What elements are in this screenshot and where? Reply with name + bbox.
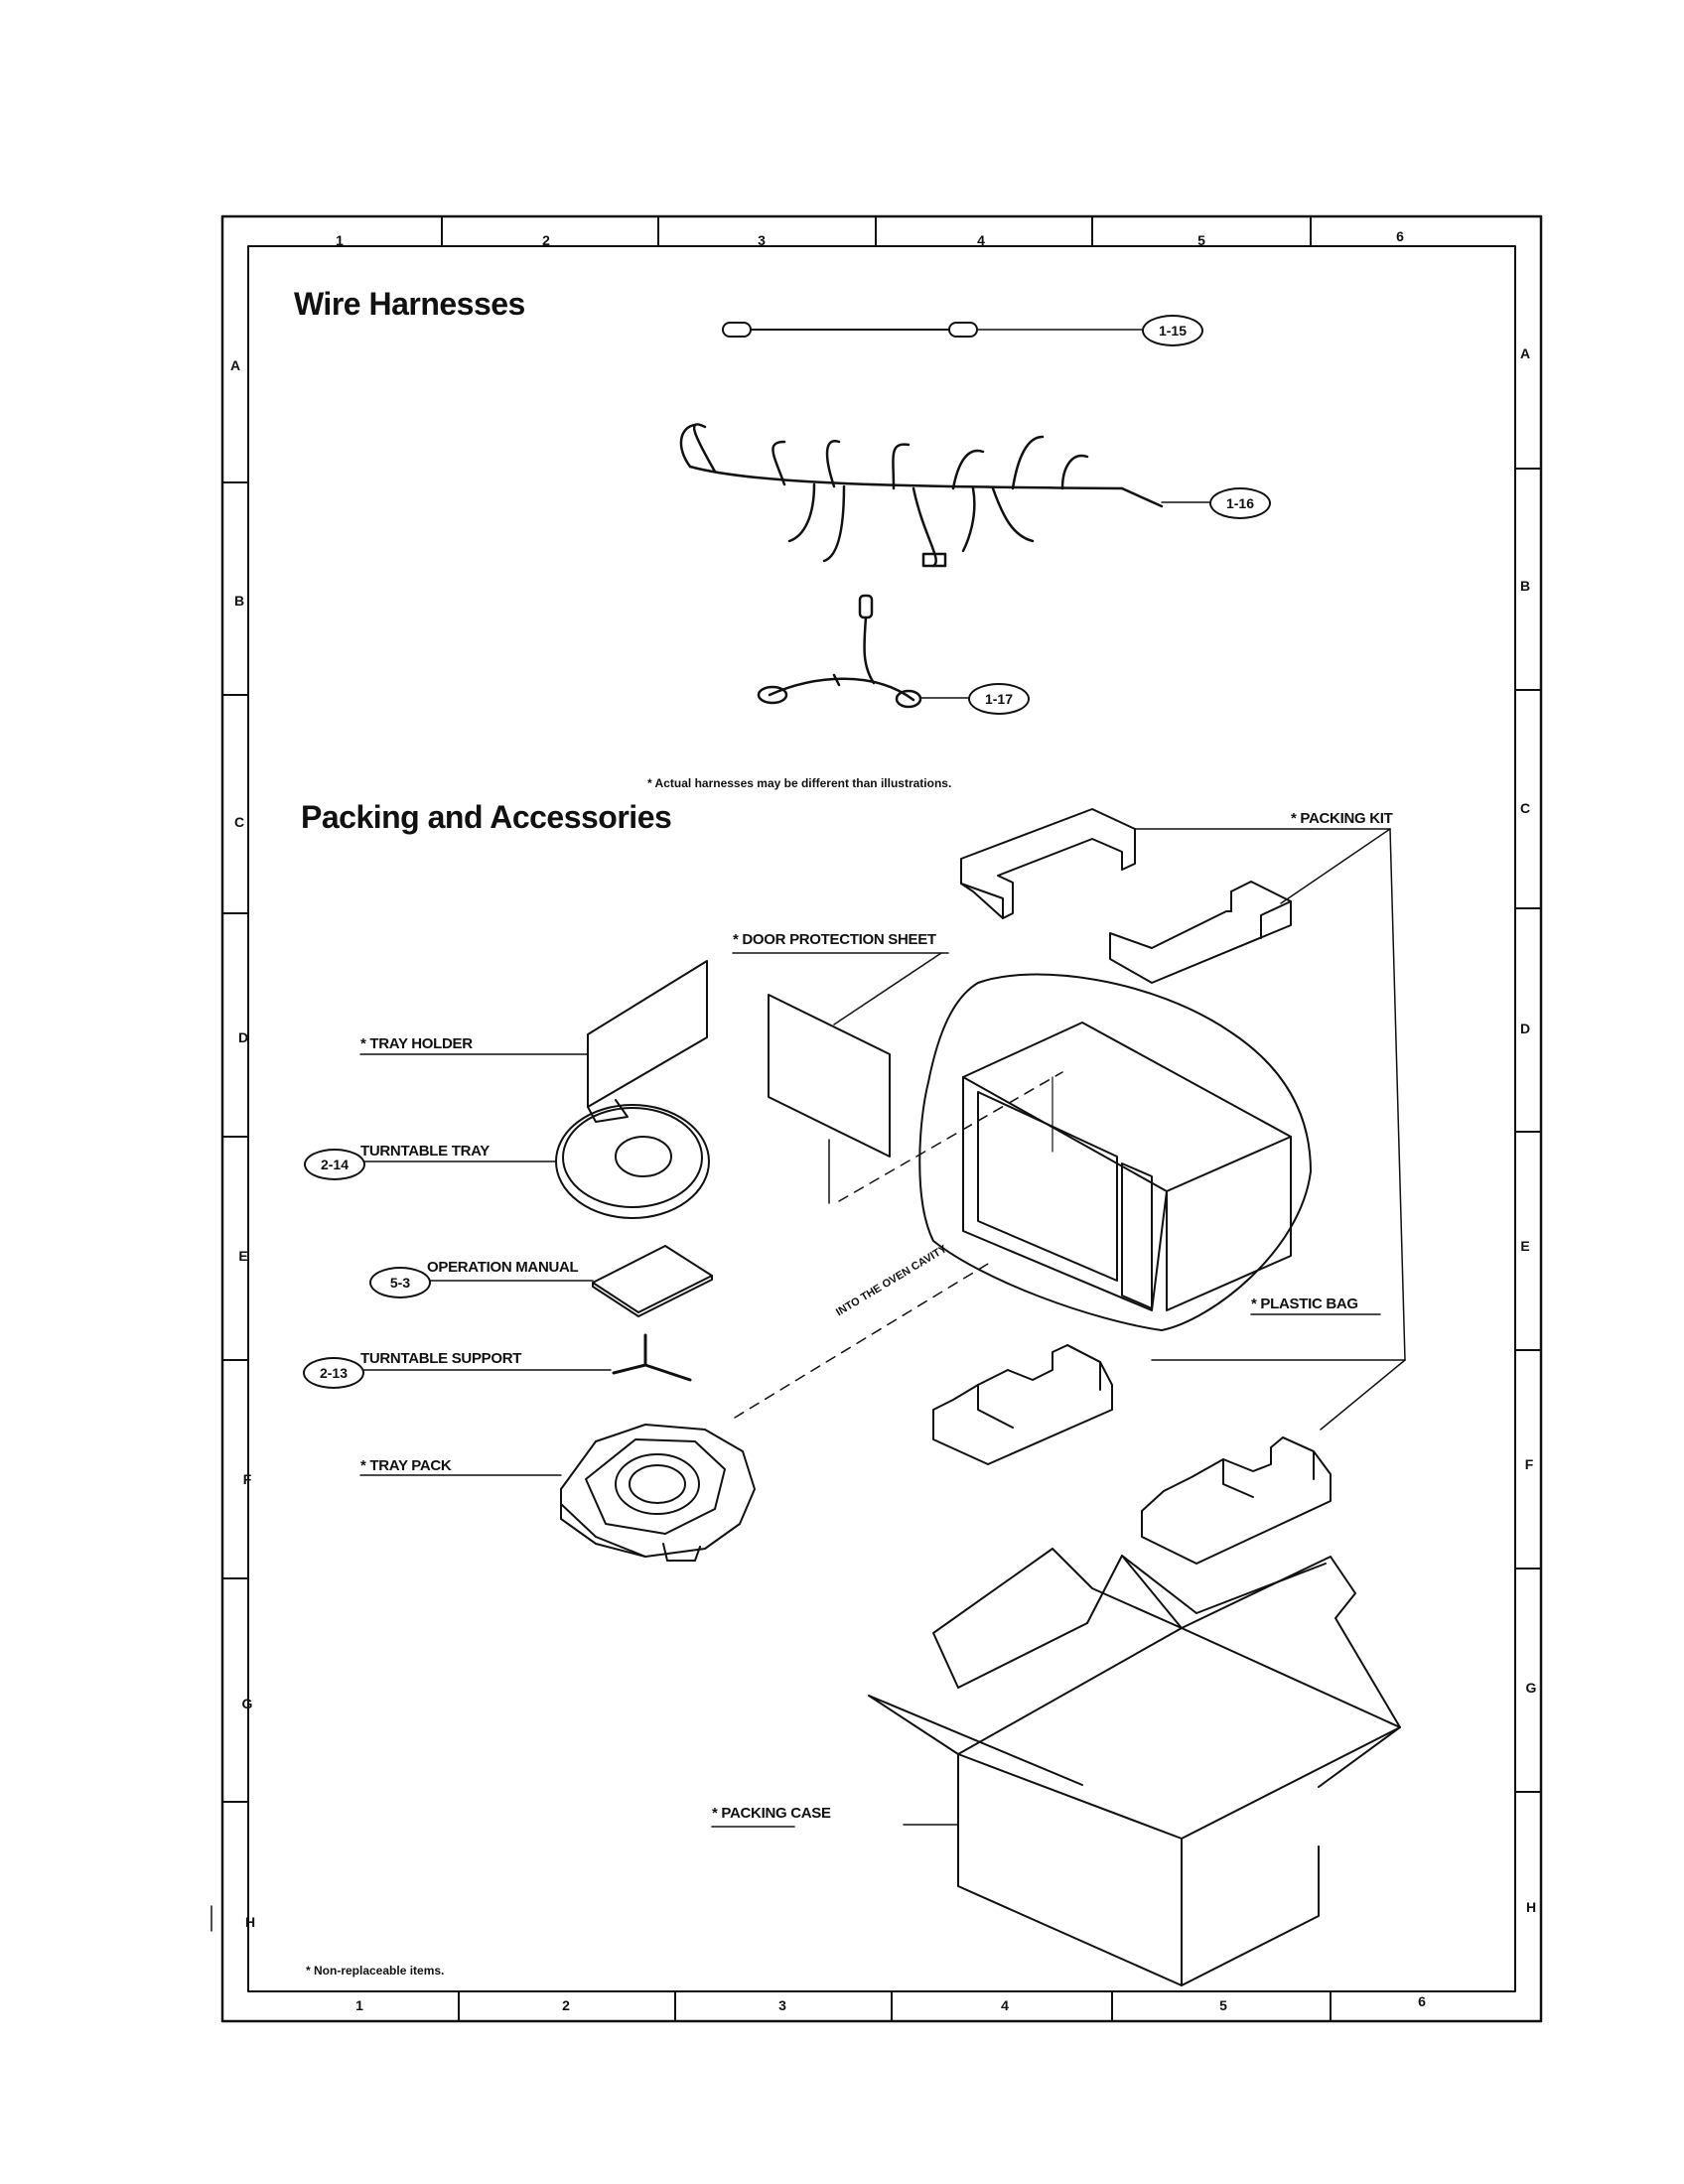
packing-accessories-title: Packing and Accessories — [301, 799, 672, 835]
turntable-tray-drawing — [555, 1104, 710, 1219]
operation-manual-label: OPERATION MANUAL — [427, 1259, 579, 1276]
wire-harness-1-15 — [722, 322, 1143, 338]
grid-col-3-top: 3 — [758, 232, 766, 248]
wire-harness-1-17 — [757, 594, 922, 709]
tray-pack-drawing — [560, 1424, 756, 1562]
grid-row-e-left: E — [238, 1248, 248, 1264]
callout-1-17: 1-17 — [968, 683, 1030, 715]
grid-row-h-left: H — [244, 1914, 256, 1930]
grid-col-5-top: 5 — [1197, 232, 1205, 248]
tray-holder-label: * TRAY HOLDER — [360, 1035, 473, 1052]
packing-case-drawing — [868, 1548, 1401, 1986]
grid-col-1-bottom: 1 — [355, 1997, 363, 2013]
packing-kit-top-foam — [960, 808, 1292, 984]
harness-note: * Actual harnesses may be different than… — [647, 776, 952, 790]
wire-harness-1-16 — [679, 423, 1164, 568]
column-dividers — [441, 215, 1332, 2022]
grid-col-2-bottom: 2 — [562, 1997, 570, 2013]
grid-row-a-right: A — [1519, 345, 1531, 361]
callout-2-14: 2-14 — [304, 1149, 365, 1180]
plastic-bag-label: * PLASTIC BAG — [1251, 1296, 1358, 1312]
door-protection-sheet-drawing — [768, 994, 891, 1204]
grid-col-3-bottom: 3 — [778, 1997, 786, 2013]
callout-5-3: 5-3 — [369, 1267, 431, 1298]
door-protection-sheet-label: * DOOR PROTECTION SHEET — [733, 931, 936, 948]
callout-2-13: 2-13 — [303, 1357, 364, 1389]
packing-kit-leaders — [1134, 828, 1406, 1431]
grid-col-4-top: 4 — [977, 232, 985, 248]
turntable-support-label: TURNTABLE SUPPORT — [360, 1350, 522, 1367]
grid-row-c-right: C — [1519, 800, 1531, 816]
grid-row-b-left: B — [233, 593, 245, 609]
footnote: * Non-replaceable items. — [306, 1964, 445, 1978]
operation-manual-drawing — [592, 1245, 713, 1317]
packing-case-label: * PACKING CASE — [712, 1805, 831, 1822]
grid-row-d-right: D — [1519, 1021, 1531, 1036]
outer-border — [220, 214, 1543, 2023]
inner-border — [247, 245, 1516, 1992]
grid-row-e-right: E — [1520, 1238, 1530, 1254]
tray-holder-drawing — [587, 960, 708, 1123]
grid-col-4-bottom: 4 — [1001, 1997, 1009, 2013]
grid-col-5-bottom: 5 — [1219, 1997, 1227, 2013]
tray-pack-label: * TRAY PACK — [360, 1457, 452, 1474]
grid-col-6-top: 6 — [1396, 228, 1404, 244]
grid-row-f-right: F — [1524, 1456, 1534, 1472]
grid-row-g-left: G — [241, 1696, 253, 1711]
callout-1-15: 1-15 — [1142, 315, 1203, 346]
grid-row-b-right: B — [1519, 578, 1531, 594]
grid-row-a-left: A — [229, 357, 241, 373]
wire-harnesses-title: Wire Harnesses — [294, 286, 525, 322]
grid-row-h-right: H — [1525, 1899, 1537, 1915]
into-oven-cavity-dashes — [734, 1071, 1063, 1419]
packing-kit-bottom-foam — [932, 1344, 1332, 1565]
grid-row-c-left: C — [233, 814, 245, 830]
door-sheet-leader — [833, 952, 942, 1025]
grid-row-f-left: F — [242, 1471, 252, 1487]
grid-row-g-right: G — [1525, 1680, 1537, 1696]
row-dividers — [221, 468, 1542, 1803]
grid-row-d-left: D — [237, 1029, 249, 1045]
turntable-tray-label: TURNTABLE TRAY — [360, 1143, 490, 1160]
turntable-support-drawing — [612, 1333, 692, 1382]
callout-1-16: 1-16 — [1209, 487, 1271, 519]
grid-col-1-top: 1 — [336, 232, 344, 248]
microwave-in-bag-drawing — [918, 973, 1312, 1331]
grid-col-6-bottom: 6 — [1418, 1993, 1426, 2009]
packing-kit-label: * PACKING KIT — [1291, 810, 1393, 827]
grid-col-2-top: 2 — [542, 232, 550, 248]
